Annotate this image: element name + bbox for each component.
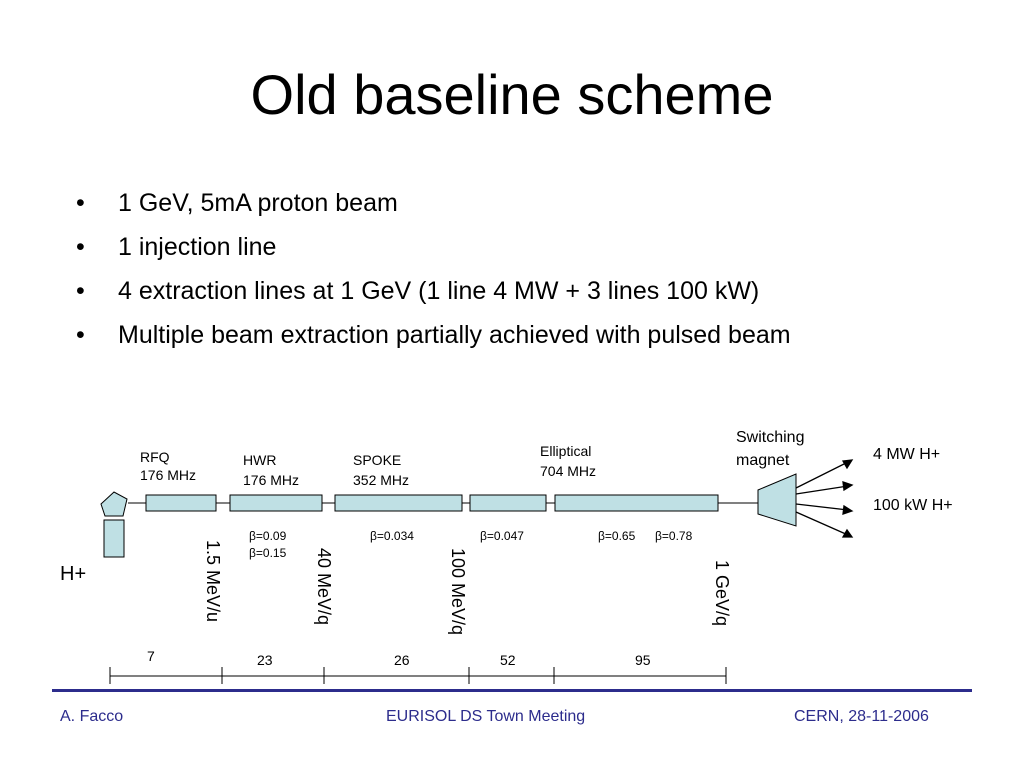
footer-author: A. Facco <box>60 708 124 725</box>
beta-spoke-2: β=0.047 <box>480 529 524 543</box>
energy-label-1: 1.5 MeV/u <box>203 540 223 622</box>
elliptical-label: Elliptical <box>540 443 591 459</box>
footer-date: CERN, 28-11-2006 <box>794 708 929 725</box>
bullet-list: • 1 GeV, 5mA proton beam • 1 injection lin… <box>76 186 791 362</box>
extraction-arrow-4 <box>795 511 849 536</box>
energy-label-2: 40 MeV/q <box>314 548 334 625</box>
magnet-label-line1: Switching <box>736 429 804 446</box>
beta-hwr-2: β=0.15 <box>249 546 287 560</box>
elliptical-freq: 704 MHz <box>540 463 596 479</box>
bullet-icon: • <box>76 233 85 261</box>
ion-source-head <box>100 491 128 517</box>
bullet-item: • 1 GeV, 5mA proton beam <box>76 186 791 230</box>
beta-elliptical-1: β=0.65 <box>598 529 636 543</box>
arrow-head-icon <box>842 481 854 492</box>
energy-label-4: 1 GeV/q <box>712 560 732 626</box>
bullet-text: Multiple beam extraction partially achie… <box>118 321 791 349</box>
output-label-4mw: 4 MW H+ <box>873 446 940 463</box>
hwr-label: HWR <box>243 452 276 468</box>
bullet-item: • 4 extraction lines at 1 GeV (1 line 4 M… <box>76 274 791 318</box>
arrow-head-icon <box>842 504 854 515</box>
extraction-arrow-1 <box>795 461 849 489</box>
magnet-label-line2: magnet <box>736 452 790 469</box>
rfq-box <box>145 494 217 512</box>
bullet-text: 4 extraction lines at 1 GeV (1 line 4 MW… <box>118 277 760 305</box>
output-label-100kw: 100 kW H+ <box>873 497 953 514</box>
length-scale <box>109 667 727 684</box>
spoke-freq: 352 MHz <box>353 472 409 488</box>
length-hwr: 23 <box>257 652 273 668</box>
bullet-item: • 1 injection line <box>76 230 791 274</box>
arrow-head-icon <box>841 528 854 538</box>
hwr-box <box>229 494 323 512</box>
length-rfq: 7 <box>147 648 155 664</box>
energy-label-3: 100 MeV/q <box>448 548 468 635</box>
extraction-arrow-2 <box>795 485 849 495</box>
slide-title: Old baseline scheme <box>250 63 774 126</box>
bullet-item: • Multiple beam extraction partially achi… <box>76 318 791 362</box>
extraction-arrows <box>795 459 854 538</box>
rfq-freq: 176 MHz <box>140 467 196 483</box>
switching-magnet <box>757 473 797 527</box>
arrow-head-icon <box>841 459 854 470</box>
ion-source-box <box>103 519 125 558</box>
spoke-box-1 <box>334 494 463 512</box>
spoke-box-2 <box>469 494 547 512</box>
bullet-icon: • <box>76 277 85 305</box>
length-spoke-2: 52 <box>500 652 516 668</box>
spoke-label: SPOKE <box>353 452 401 468</box>
bullet-text: 1 injection line <box>118 233 277 261</box>
bullet-icon: • <box>76 189 85 217</box>
length-elliptical: 95 <box>635 652 651 668</box>
footer-divider <box>52 689 972 692</box>
extraction-arrow-3 <box>795 503 849 511</box>
beta-elliptical-2: β=0.78 <box>655 529 693 543</box>
beta-spoke-1: β=0.034 <box>370 529 414 543</box>
rfq-label: RFQ <box>140 449 170 465</box>
footer-event: EURISOL DS Town Meeting <box>386 708 586 725</box>
source-label: H+ <box>60 563 86 585</box>
beta-hwr-1: β=0.09 <box>249 529 287 543</box>
bullet-text: 1 GeV, 5mA proton beam <box>118 189 398 217</box>
elliptical-box <box>554 494 719 512</box>
length-spoke: 26 <box>394 652 410 668</box>
hwr-freq: 176 MHz <box>243 472 299 488</box>
bullet-icon: • <box>76 321 85 349</box>
